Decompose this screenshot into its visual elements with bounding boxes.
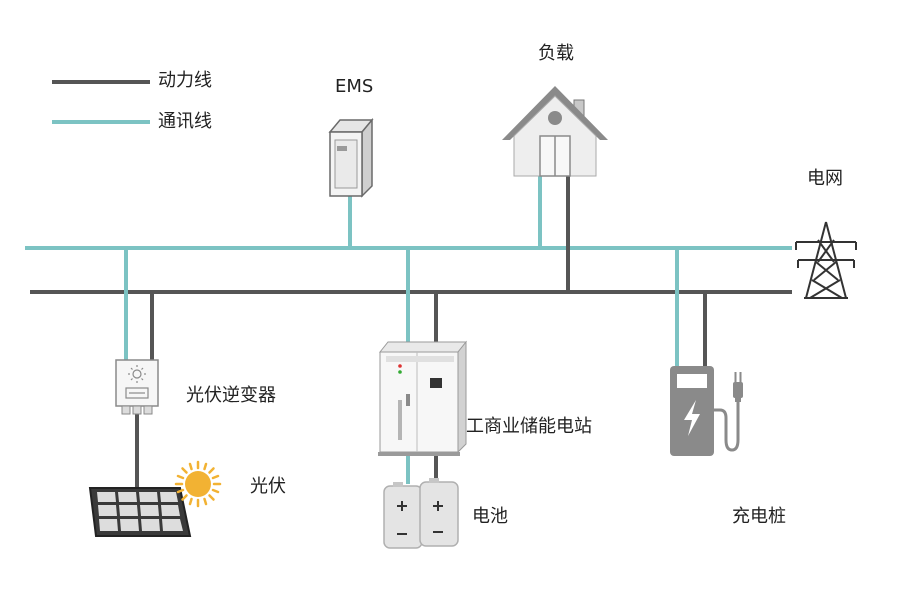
solar-panel-icon	[88, 487, 192, 537]
grid-label: 电网	[807, 168, 843, 189]
storage-label: 工商业储能电站	[466, 416, 592, 437]
ems-cabinet-icon	[328, 117, 374, 198]
sun-icon	[174, 460, 222, 508]
charging-pile-icon	[670, 366, 743, 456]
pv-inverter-label: 光伏逆变器	[186, 385, 276, 406]
battery-pack-icon	[383, 478, 459, 549]
power-tower-icon	[795, 221, 857, 299]
inverter-icon	[115, 359, 159, 415]
ems-label: EMS	[335, 76, 374, 97]
battery-label: 电池	[472, 506, 508, 527]
legend-comm-label: 通讯线	[158, 111, 212, 132]
load-label: 负载	[538, 43, 574, 64]
charger-label: 充电桩	[732, 506, 786, 527]
house-icon	[502, 86, 608, 177]
storage-cabinet-icon	[378, 340, 468, 456]
pv-label: 光伏	[250, 476, 286, 497]
legend-power-label: 动力线	[158, 70, 212, 91]
